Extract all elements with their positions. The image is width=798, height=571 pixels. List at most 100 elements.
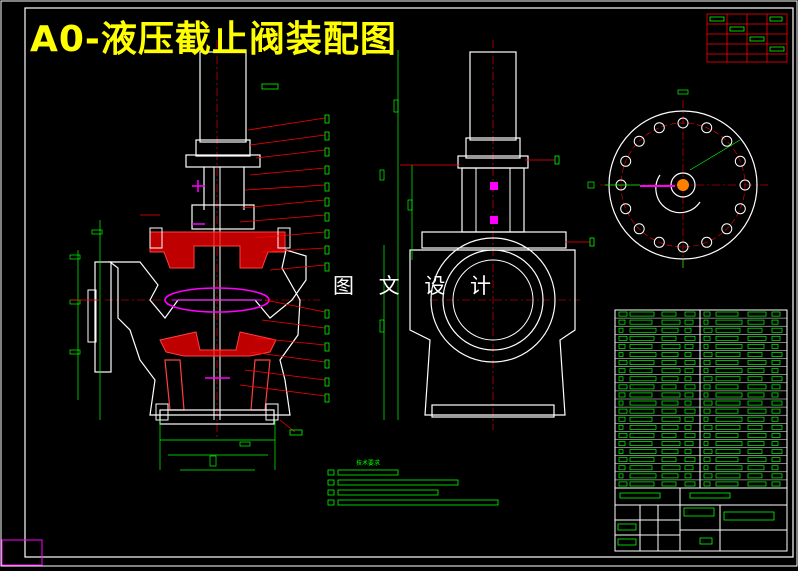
parts-list-cell [684,424,692,430]
parts-list-cell [661,352,679,357]
parts-list-cell [715,400,741,406]
seat-section [159,331,277,357]
parts-list-cell [629,433,655,438]
bolt-hole [677,241,689,253]
parts-list-cell [747,319,765,325]
parts-list-cell [771,376,783,382]
parts-list-cell [747,441,765,446]
parts-list-cell [747,344,765,349]
parts-list-cell [715,416,743,422]
parts-list-cell [629,344,653,349]
bolt-hole [633,135,645,147]
parts-list-cell [715,441,743,446]
parts-list-cell [618,433,628,438]
parts-list-cell [715,335,739,341]
parts-list-cell [771,457,781,463]
parts-list-cell [703,481,711,487]
parts-list-cell [661,400,679,406]
parts-list-cell [747,449,763,454]
parts-list-cell [661,376,679,382]
parts-list-cell [629,457,655,463]
parts-list-cell [747,360,767,365]
parts-list-cell [747,327,763,333]
parts-list-cell [771,352,783,357]
parts-list-cell [703,376,713,382]
parts-list-cell [629,376,657,382]
parts-list-cell [703,449,713,454]
parts-list-cell [715,457,739,463]
parts-list-cell [629,384,655,390]
parts-list-cell [684,400,692,406]
technical-notes [327,469,499,506]
parts-list-cell [771,392,779,398]
parts-list-cell [618,473,624,479]
parts-list-cell [715,344,743,349]
watermark-text: 图 文 设 计 [333,274,501,298]
parts-list-cell [771,465,779,471]
side-view [379,40,595,430]
parts-list-cell [618,400,624,406]
parts-list-cell [684,416,694,422]
parts-list-cell [715,424,741,430]
parts-list-cell [771,327,783,333]
parts-list-cell [771,424,783,430]
parts-list-cell [747,352,763,357]
parts-list-cell [618,449,624,454]
parts-list-cell [629,416,653,422]
parts-list-cell [747,465,765,471]
parts-list-cell [703,384,711,390]
parts-list-cell [629,335,655,341]
parts-list-cell [715,449,741,454]
parts-list-cell [618,457,628,463]
parts-list-cell [629,473,657,479]
parts-list-cell [703,327,713,333]
parts-list-cell [618,360,628,365]
side-port-flange [430,237,556,363]
title-block [614,487,788,552]
parts-list-cell [684,335,696,341]
parts-list-cell [618,311,628,317]
parts-list-cell [661,465,681,471]
parts-list-cell [661,344,681,349]
parts-list-cell [661,441,681,446]
bolt-hole [734,203,746,215]
parts-list-cell [747,408,767,414]
parts-list-cell [715,481,739,487]
parts-list-cell [661,449,679,454]
parts-list-cell [684,473,692,479]
parts-list-cell [629,368,653,374]
parts-list-cell [618,319,626,325]
parts-list-cell [684,481,696,487]
parts-list-cell [618,344,626,349]
top-flange-view [587,89,770,270]
parts-list-cell [715,392,743,398]
parts-list-cell [703,344,709,349]
parts-list-cell [661,368,681,374]
parts-list-cell [747,400,763,406]
parts-list-cell [703,473,713,479]
parts-list-cell [661,416,681,422]
bolt-hole [701,236,713,248]
parts-list-cell [661,311,677,317]
parts-list-cell [715,465,743,471]
parts-list-cell [684,368,694,374]
parts-list-cell [618,376,624,382]
parts-list-cell [747,481,767,487]
parts-list-cell [771,473,783,479]
parts-list-cell [747,433,767,438]
bolt-hole [653,122,665,134]
parts-list-cell [703,352,713,357]
parts-list-cell [747,311,767,317]
parts-list-cell [715,384,739,390]
parts-list-cell [703,400,713,406]
parts-list-cell [747,392,765,398]
parts-list-cell [684,311,696,317]
parts-list-cell [703,424,713,430]
parts-list-cell [715,319,743,325]
parts-list-cell [618,352,624,357]
bolt-hole [721,223,733,235]
parts-list-cell [703,441,709,446]
parts-list-cell [703,457,711,463]
